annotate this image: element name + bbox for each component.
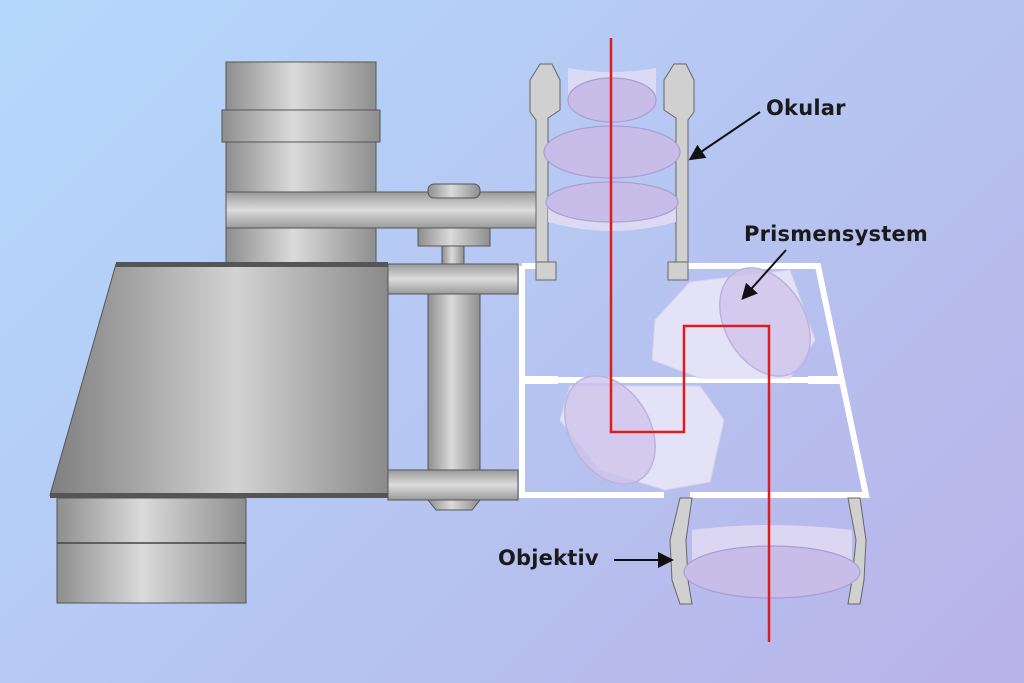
hinge-axle-tip — [426, 499, 482, 511]
left-eyepiece-mid — [225, 141, 377, 193]
bridge — [225, 183, 537, 511]
left-housing-bottom-edge — [50, 493, 388, 498]
left-barrel — [49, 61, 389, 604]
light-path — [609, 38, 771, 642]
bridge-arm — [225, 191, 537, 229]
okular-arrow — [688, 111, 761, 161]
hinge-pin-top — [441, 245, 465, 265]
left-housing-top-edge — [116, 262, 388, 267]
left-prism-housing — [49, 263, 389, 496]
objective-lens — [683, 545, 861, 599]
focus-knob-top — [427, 183, 481, 199]
left-objective-tube — [56, 497, 247, 604]
eyepiece-base-right — [667, 261, 689, 281]
left-eyepiece-ring — [221, 109, 381, 143]
left-eyepiece-top — [225, 61, 377, 111]
right-barrel-section — [519, 63, 870, 605]
prismensystem-label: Prismensystem — [744, 222, 928, 246]
okular-label: Okular — [766, 96, 846, 120]
eyepiece-base-left — [535, 261, 557, 281]
objektiv-label: Objektiv — [498, 546, 599, 570]
prism-housing-frame — [519, 263, 870, 498]
left-eyepiece-base — [225, 227, 377, 265]
hinge-bracket-bottom — [387, 469, 519, 501]
objective-wall-left — [669, 497, 693, 605]
hinge-bracket-top — [387, 263, 519, 295]
prismensystem-arrow — [741, 249, 787, 300]
hinge-axle — [427, 293, 481, 471]
focus-knob-collar — [417, 227, 491, 247]
